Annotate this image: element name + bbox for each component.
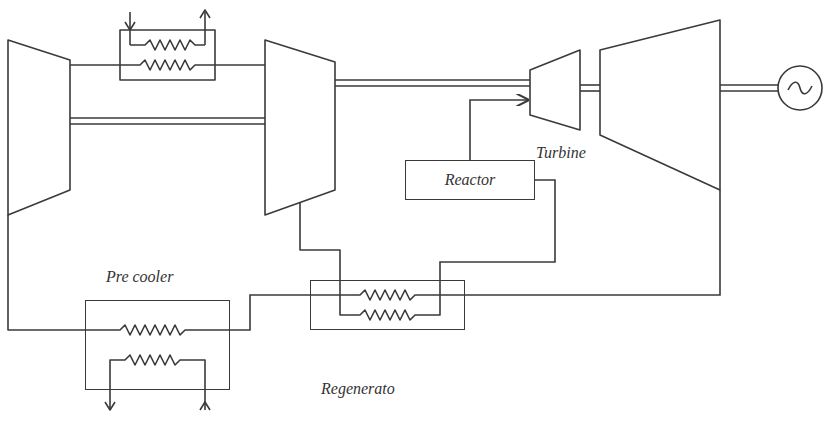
component-label: Pre cooler bbox=[106, 267, 173, 286]
pipe bbox=[8, 215, 85, 330]
coolant-line bbox=[204, 12, 206, 45]
shaft bbox=[580, 84, 600, 86]
coil bbox=[85, 325, 230, 335]
intercooler bbox=[120, 30, 215, 80]
reactor-box: Reactor bbox=[405, 160, 535, 200]
pipe bbox=[300, 203, 340, 280]
coil bbox=[110, 355, 205, 410]
flow-arrow bbox=[200, 10, 210, 18]
shaft bbox=[335, 85, 530, 87]
flow-arrow bbox=[200, 402, 210, 410]
coil bbox=[310, 290, 465, 300]
flow-arrow bbox=[125, 22, 135, 30]
shaft bbox=[70, 117, 265, 119]
shaft bbox=[580, 90, 600, 92]
shaft bbox=[70, 123, 265, 125]
regenerator-box: Regenerato bbox=[310, 280, 465, 330]
turbine-stage bbox=[600, 20, 720, 190]
coil bbox=[130, 40, 205, 50]
turbine-stage bbox=[530, 50, 580, 130]
precooler-box: Pre cooler bbox=[85, 300, 230, 390]
coil bbox=[70, 60, 265, 70]
shaft bbox=[335, 79, 530, 81]
shaft bbox=[720, 84, 778, 86]
coil bbox=[340, 280, 440, 320]
turbine: Turbine bbox=[528, 15, 728, 195]
flow-arrow bbox=[105, 402, 115, 410]
shaft bbox=[720, 90, 778, 92]
compressor bbox=[265, 40, 335, 215]
ac-symbol bbox=[788, 82, 812, 94]
component-label: Reactor bbox=[445, 170, 496, 189]
pipe-connector bbox=[470, 100, 528, 160]
component-label: Turbine bbox=[536, 143, 586, 162]
pipe-connector bbox=[230, 295, 310, 330]
component-label: Regenerato bbox=[321, 379, 395, 398]
generator bbox=[778, 66, 822, 110]
pipe-connector bbox=[440, 180, 555, 280]
compressor bbox=[8, 40, 70, 215]
pipe-connector bbox=[465, 190, 720, 295]
